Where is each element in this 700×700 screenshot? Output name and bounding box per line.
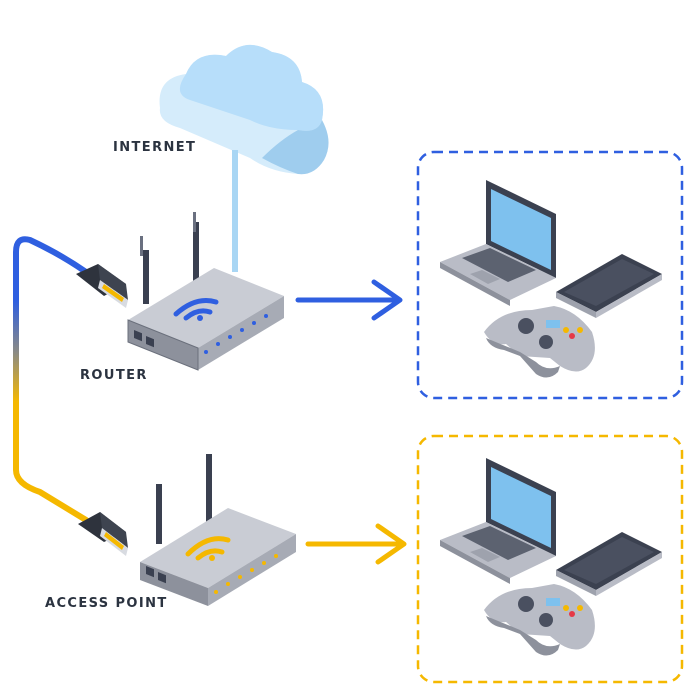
- access-point-devices-group: [416, 434, 684, 684]
- arrow-right-icon: [305, 523, 407, 565]
- internet-uplink-line: [232, 150, 238, 272]
- internet-label: INTERNET: [113, 140, 197, 155]
- arrow-right-icon: [295, 279, 403, 321]
- smartphone-icon: [556, 254, 662, 318]
- access-point-icon: [140, 454, 296, 606]
- access-point-label: ACCESS POINT: [45, 596, 168, 611]
- ethernet-plug-icon: [76, 264, 128, 308]
- gamepad-icon: [484, 584, 595, 656]
- router-label: ROUTER: [80, 368, 148, 383]
- gamepad-icon: [484, 306, 595, 378]
- router-icon: [127, 212, 284, 371]
- smartphone-icon: [556, 532, 662, 596]
- laptop-icon: [440, 458, 556, 584]
- cloud-icon: [159, 44, 329, 175]
- ethernet-cable: [13, 236, 89, 523]
- wifi-icon: [185, 536, 231, 561]
- laptop-icon: [440, 180, 556, 306]
- wifi-icon: [173, 298, 219, 321]
- ethernet-plug-icon: [78, 512, 128, 556]
- router-devices-group: [416, 150, 684, 400]
